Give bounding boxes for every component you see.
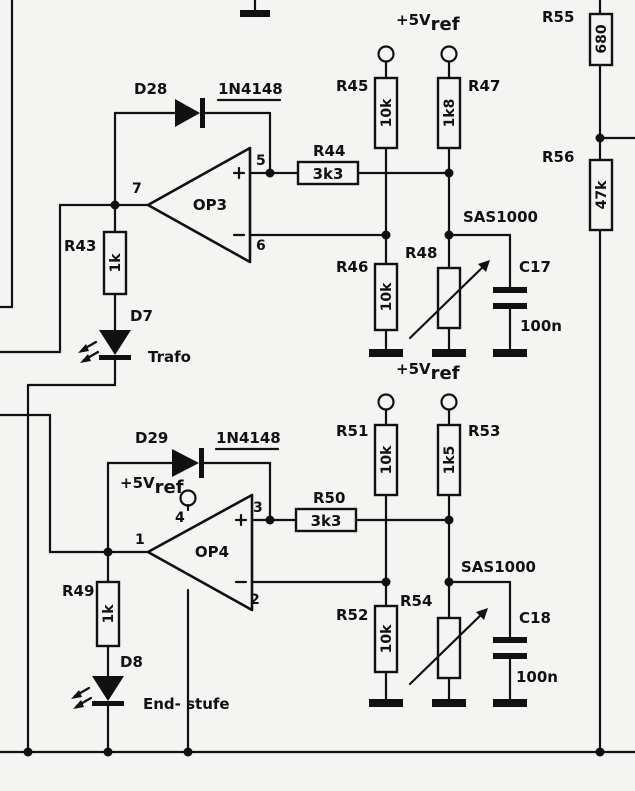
vref-top-label: +5Vref (396, 11, 460, 35)
diode-d29 (172, 448, 204, 478)
resistor-r50: 3k3 (294, 507, 358, 533)
led-d7 (78, 330, 131, 363)
d8-label: D8 (120, 653, 143, 671)
wires (0, 0, 635, 754)
r50-label: R50 (313, 489, 345, 507)
d29-label: D29 (135, 429, 168, 447)
led-d8 (71, 676, 124, 709)
op4-pin-3: 3 (253, 500, 263, 516)
r43-label: R43 (64, 237, 96, 255)
r46-label: R46 (336, 258, 368, 276)
r49-value: 1k (101, 604, 117, 624)
vref-terminal-r53 (440, 393, 458, 411)
labels: R55 R56 +5Vref D28 1N4148 R45 R47 R44 5 … (62, 8, 574, 713)
r44-label: R44 (313, 142, 345, 160)
op4-pin-1: 1 (135, 532, 145, 548)
potentiometer-r54 (408, 608, 488, 686)
junction-dots (23, 133, 605, 757)
resistor-r44: 3k3 (296, 160, 360, 186)
c18-label: C18 (519, 609, 551, 627)
r48-label: R48 (405, 244, 437, 262)
r46-value: 10k (379, 282, 395, 311)
resistor-r47: 1k8 (436, 76, 462, 150)
r56-value: 47k (594, 180, 610, 209)
c18-value: 100n (516, 668, 558, 686)
op3-pin-5: 5 (256, 153, 266, 169)
op4-pin-4: 4 (175, 510, 185, 526)
r44-value: 3k3 (313, 165, 344, 183)
r45-label: R45 (336, 77, 368, 95)
c17-label: C17 (519, 258, 551, 276)
trafo-label: Trafo (148, 348, 191, 366)
r51-label: R51 (336, 422, 368, 440)
resistor-r56: 47k (588, 158, 614, 232)
d28-label: D28 (134, 80, 167, 98)
op4-label: OP4 (195, 543, 229, 561)
vref-terminal-r51 (377, 393, 395, 411)
r56-label: R56 (542, 148, 574, 166)
vref-terminal-op4 (179, 489, 197, 507)
r45-value: 10k (379, 98, 395, 127)
r52-value: 10k (379, 624, 395, 653)
potentiometer-r48 (408, 260, 490, 340)
op4-pin-2: 2 (250, 592, 260, 608)
r55-value: 680 (594, 24, 610, 53)
vref-terminal-r45 (377, 45, 395, 63)
c17-value: 100n (520, 317, 562, 335)
d28-type: 1N4148 (218, 80, 283, 98)
r50-value: 3k3 (311, 512, 342, 530)
op3-pin-6: 6 (256, 238, 266, 254)
r54-label: R54 (400, 592, 432, 610)
vref-op4-label: +5Vref (120, 474, 184, 498)
resistor-r46: 10k (373, 262, 399, 332)
opamp-op3: OP3 (146, 146, 252, 264)
r47-value: 1k8 (442, 99, 458, 128)
endstufe-label: End- stufe (143, 695, 230, 713)
r49-label: R49 (62, 582, 94, 600)
op3-label: OP3 (193, 196, 227, 214)
resistor-r53: 1k5 (436, 423, 462, 497)
r53-label: R53 (468, 422, 500, 440)
r53-value: 1k5 (442, 446, 458, 475)
vref-terminal-r47 (440, 45, 458, 63)
r52-label: R52 (336, 606, 368, 624)
resistor-r43: 1k (102, 230, 128, 296)
sas1000-label-1: SAS1000 (463, 208, 538, 226)
resistor-r45: 10k (373, 76, 399, 150)
capacitor-c18 (493, 637, 527, 659)
r43-value: 1k (108, 253, 124, 273)
r51-value: 10k (379, 445, 395, 474)
resistor-r55: 680 (588, 12, 614, 67)
resistor-r49: 1k (95, 580, 121, 648)
r47-label: R47 (468, 77, 500, 95)
capacitor-c17 (493, 287, 527, 309)
op3-pin-7: 7 (132, 181, 142, 197)
d29-type: 1N4148 (216, 429, 281, 447)
vref-mid-label: +5Vref (396, 360, 460, 384)
sas1000-label-2: SAS1000 (461, 558, 536, 576)
resistor-r51: 10k (373, 423, 399, 497)
ground-bars (240, 10, 527, 707)
d7-label: D7 (130, 307, 153, 325)
opamp-op4: OP4 (146, 493, 254, 612)
diode-d28 (175, 98, 205, 128)
r55-label: R55 (542, 8, 574, 26)
resistor-r52: 10k (373, 604, 399, 674)
